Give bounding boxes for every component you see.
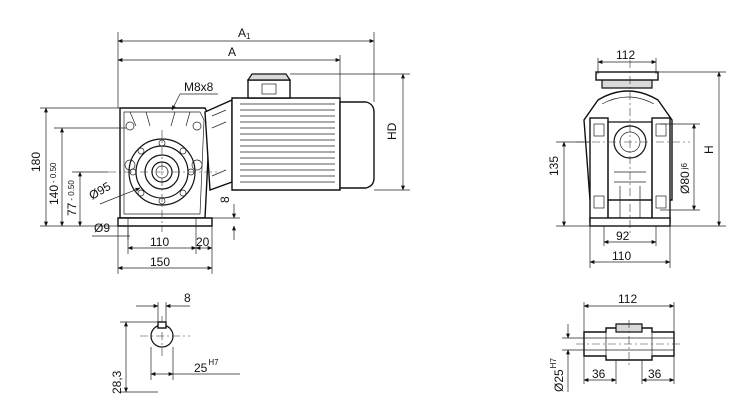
shaft-dim-112: 112 (583, 292, 675, 332)
dim-180: 180 (29, 107, 120, 227)
side-view: 112 H Ø80j6 135 92 (547, 48, 726, 268)
motor-body (231, 73, 375, 191)
shaft-dim-36-right-label: 36 (648, 367, 662, 381)
dim-150-label: 150 (150, 255, 170, 269)
dim-180-label: 180 (29, 152, 43, 172)
shaft-view: 112 Ø25H7 36 36 (549, 292, 682, 392)
side-dim-h-label: H (702, 145, 716, 154)
dim-9-label: Ø9 (94, 221, 110, 235)
side-dim-110-label: 110 (612, 249, 631, 263)
front-view: A1 A M8x8 HD 180 (29, 26, 410, 274)
key-dim-28-3: 28,3 (110, 321, 158, 394)
key-dim-8: 8 (136, 291, 191, 324)
dim-a1-label: A1 (238, 26, 251, 41)
dim-a: A (117, 45, 341, 98)
gearbox-housing (117, 107, 213, 227)
dim-8: 8 (212, 196, 240, 240)
side-dim-112-label: 112 (616, 48, 635, 62)
dim-150: 150 (117, 226, 213, 274)
motor-adapter (204, 98, 233, 191)
dim-140-label: 140- 0.50 (47, 162, 61, 205)
side-dim-92: 92 (603, 226, 657, 246)
key-dim-25: 25H7 (150, 347, 240, 380)
dim-8-label: 8 (218, 196, 232, 203)
side-dim-135-label: 135 (547, 156, 561, 176)
dim-hd-label: HD (385, 122, 399, 140)
side-dim-h: H (658, 71, 726, 227)
dim-m8x8-label: M8x8 (184, 80, 214, 94)
side-dim-110: 110 (589, 226, 671, 268)
key-dim-8-label: 8 (184, 291, 191, 305)
dim-m8x8: M8x8 (171, 80, 218, 111)
cooling-fins (240, 103, 335, 183)
dim-77-label: 77- 0.50 (65, 180, 79, 216)
dim-95-label: Ø95 (87, 179, 114, 203)
key-dim-28-3-label: 28,3 (110, 370, 124, 394)
dim-110-20: 110 20 (127, 226, 213, 254)
side-dim-112: 112 (597, 48, 657, 74)
shaft-dim-36: 36 36 (583, 356, 675, 384)
shaft-dim-112-label: 112 (618, 292, 637, 306)
side-dim-80: Ø80j6 (660, 123, 700, 211)
shaft-dim-25: Ø25H7 (549, 324, 584, 392)
keyway-view: 8 28,3 25H7 (110, 291, 240, 394)
dim-hd: HD (290, 73, 410, 191)
dim-a-label: A (228, 45, 236, 59)
dim-20-label: 20 (196, 235, 210, 249)
dim-a1: A1 (117, 26, 375, 108)
side-dim-80-label: Ø80j6 (678, 163, 692, 194)
side-housing (583, 71, 673, 227)
dim-140: 140- 0.50 (47, 127, 126, 227)
dim-77: 77- 0.50 (65, 171, 108, 227)
side-dim-135: 135 (547, 141, 590, 227)
shaft-dim-25-label: Ø25H7 (549, 358, 566, 392)
side-dim-92-label: 92 (616, 229, 630, 243)
shaft-dim-36-left-label: 36 (592, 367, 606, 381)
dim-110-label: 110 (150, 235, 169, 249)
key-dim-25-label: 25H7 (194, 358, 219, 375)
